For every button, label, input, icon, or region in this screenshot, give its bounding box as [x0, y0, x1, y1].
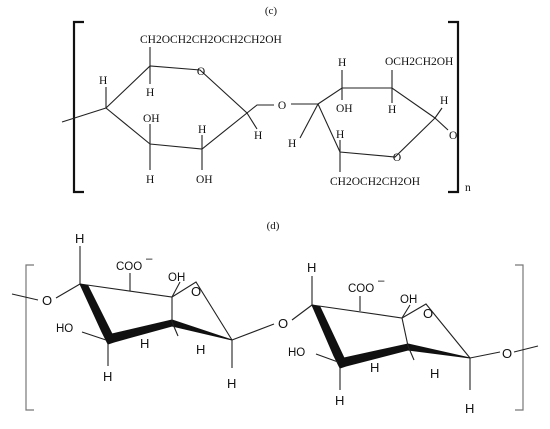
- panel-c-ring2-oh: OH: [336, 103, 353, 115]
- panel-d-ring1-h: H: [196, 342, 205, 357]
- panel-c-ring2-h: H: [388, 104, 396, 116]
- panel-d-ring1-back: [79, 281, 233, 341]
- panel-c-label: (c): [265, 5, 278, 17]
- panel-c-repeat-n: n: [465, 182, 471, 194]
- panel-d-ring1-h: H: [140, 336, 149, 351]
- panel-d-left-bracket: [25, 264, 34, 411]
- panel-c-ring1-ring-o: O: [197, 66, 205, 78]
- panel-d-ring2-h: H: [370, 360, 379, 375]
- panel-d-ring2-back: [311, 303, 471, 359]
- panel-c-ring2-ring-o: O: [393, 152, 401, 164]
- panel-d-right-bracket: [515, 264, 524, 411]
- panel-d-ring1-oh: OH: [168, 272, 185, 284]
- panel-c-ring2-h: H: [336, 129, 344, 141]
- panel-c-ring1-h: H: [146, 174, 154, 186]
- panel-d-ring2-h: H: [465, 401, 474, 416]
- panel-d-ring1-h: H: [103, 369, 112, 384]
- panel-d-ring2-h: H: [335, 393, 344, 408]
- panel-c-ring2-h: H: [288, 138, 296, 150]
- panel-c-left-bracket: [72, 20, 84, 194]
- panel-c-right-bracket: [448, 20, 460, 194]
- panel-c-ring1-h: H: [254, 130, 262, 142]
- panel-d-ring2-charge: –: [378, 275, 385, 287]
- panel-d-ring2-oh: OH: [400, 294, 417, 306]
- panel-d-ring2-front-wedge: [311, 304, 471, 369]
- panel-c-ring1-h: H: [99, 75, 107, 87]
- panel-c-ring2-bottom-substituent: CH2OCH2CH2OH: [330, 176, 420, 188]
- panel-c-ring1: [105, 65, 248, 150]
- panel-c-ring2-h: H: [440, 95, 448, 107]
- panel-d-label: (d): [267, 220, 280, 232]
- panel-d-ring1-ho: HO: [56, 323, 73, 335]
- panel-c-ring2-end-o: O: [449, 130, 457, 142]
- panel-d-ring2-h: H: [430, 366, 439, 381]
- panel-d-ring2-h: H: [307, 260, 316, 275]
- panel-d-ring2-coo: COO: [348, 283, 374, 295]
- panel-d-ring2-ho: HO: [288, 347, 305, 359]
- panel-d-ring1-front-wedge: [79, 283, 233, 345]
- panel-d-ring1-h: H: [227, 376, 236, 391]
- panel-c: (c) n CH2OCH2CH2OCH2CH2OH O H H OH H H O…: [61, 5, 471, 194]
- panel-d-bridge-o: O: [278, 316, 288, 331]
- panel-d-ring1-charge: –: [146, 253, 153, 265]
- panel-c-left-bond: [61, 107, 107, 123]
- panel-d-ring1-coo: COO: [116, 261, 142, 273]
- panel-c-ring1-oh: OH: [196, 174, 213, 186]
- panel-d-ring1-left-o: O: [42, 293, 52, 308]
- panel-d-ring2-end-o: O: [502, 346, 512, 361]
- panel-d-ring1-h: H: [75, 231, 84, 246]
- panel-d-ring1-ring-o: O: [191, 284, 201, 299]
- panel-d: (d) H COO – OH O O HO H H H H O: [11, 220, 539, 416]
- panel-d-ring2-ring-o: O: [423, 306, 433, 321]
- panel-c-ring2-top-substituent: OCH2CH2OH: [385, 56, 453, 68]
- panel-c-ring1-top-substituent: CH2OCH2CH2OCH2CH2OH: [140, 34, 282, 46]
- panel-c-ring1-h: H: [198, 124, 206, 136]
- panel-c-ring1-h: H: [146, 87, 154, 99]
- panel-c-ring2-h: H: [338, 57, 346, 69]
- panel-c-bridge-bond: [246, 104, 274, 114]
- panel-c-ring2: [317, 87, 436, 158]
- panel-c-bridge-o: O: [278, 100, 286, 112]
- panel-c-ring1-oh: OH: [143, 113, 160, 125]
